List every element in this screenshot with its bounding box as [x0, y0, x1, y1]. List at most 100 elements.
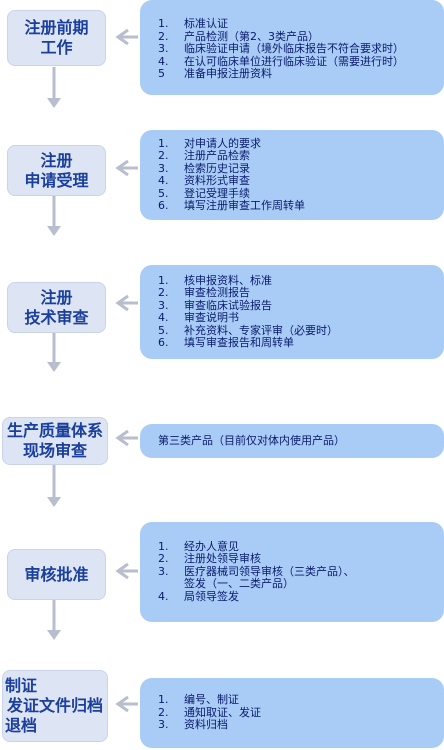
item-text: 编号、制证 [184, 693, 239, 707]
stage-panel-application-acceptance: 1. 对申请人的要求 2. 注册产品检索 3. 检索历史记录 4. 资料形式审查 5. 登… [140, 130, 444, 220]
stage-panel-pre-registration: 1.标准认证 2. 产品检测（第2、3类产品） 3. 临床验证申请（境外临床报告不符… [140, 0, 444, 95]
item-text: 经办人意见 [184, 539, 239, 553]
stage-box-technical-review: 注册 技术审查 [7, 282, 106, 333]
item-number: 3. [158, 42, 169, 56]
item-text: 填写注册审查工作周转单 [184, 199, 305, 212]
stage-panel-technical-review: 1. 核申报资料、标准 2. 审查检测报告 3. 审查临床试验报告 4. 审查说明书 5… [140, 265, 444, 359]
list-item: 3. 临床验证申请（境外临床报告不符合要求时） [158, 43, 444, 56]
item-number: 5. [158, 323, 169, 337]
list-item: 2. 审查检测报告 [158, 286, 444, 300]
down-arrowhead-1 [47, 98, 61, 108]
left-arrows [115, 28, 138, 713]
list-item: 5. 补充资料、专家评审（必要时） [158, 323, 444, 338]
item-text: 注册处领导审核 [184, 552, 261, 566]
item-number: 2. [158, 286, 169, 299]
list-item: 1. 编号、制证 [158, 694, 444, 707]
list-item: 5. 登记受理手续 [158, 186, 444, 201]
list-item: 2.注册处领导审核 [158, 553, 444, 566]
item-number: 2. [158, 705, 169, 719]
item-number: 1. [158, 17, 169, 31]
list-item: 1. 经办人意见 [158, 539, 444, 554]
down-arrowhead-5 [47, 630, 61, 640]
item-text: 局领导签发 [184, 589, 239, 603]
list-item: 2. 注册产品检索 [158, 149, 444, 163]
list-item: 2. 产品检测（第2、3类产品） [158, 29, 444, 44]
item-number: 1. [158, 539, 169, 553]
item-number: 1. [158, 693, 169, 707]
item-text: 通知取证、发证 [184, 705, 261, 719]
item-text: 在认可临床单位进行临床验证（需要进行时） [184, 54, 404, 68]
list-item: 3. 检索历史记录 [158, 161, 444, 176]
item-number: 4. [158, 589, 169, 603]
item-continuation: 签发（一、二类产品） [184, 577, 294, 591]
item-text: 资料归档 [184, 718, 228, 732]
item-text: 医疗器械司领导审核（三类产品）、 [184, 564, 355, 578]
item-number: 3. [158, 564, 169, 578]
stage-title-line: 发证文件归档 [6, 696, 103, 715]
stage-title-line: 退档 [5, 716, 38, 735]
list-item: 1.标准认证 [158, 18, 444, 31]
item-text: 补充资料、专家评审（必要时） [184, 323, 338, 337]
list-item: 4. 在认可临床单位进行临床验证（需要进行时） [158, 54, 444, 69]
down-arrowhead-3 [47, 362, 61, 372]
item-text: 临床验证申请（境外临床报告不符合要求时） [184, 42, 404, 56]
stage-title-line: 注册 [40, 287, 73, 307]
stage-title-line: 现场审查 [22, 441, 87, 460]
stage-title-line: 技术审查 [24, 307, 89, 327]
list-item: 3. 医疗器械司领导审核（三类产品）、 [158, 564, 444, 579]
item-text: 产品检测（第2、3类产品） [184, 29, 319, 43]
stage-title-line: 注册 [40, 150, 73, 170]
item-number: 2. [158, 29, 169, 43]
stage-title-line: 生产质量体系 [6, 421, 103, 440]
item-number: 3. [158, 298, 169, 312]
list-item: 6. 填写审查报告和周转单 [158, 336, 444, 350]
item-text: 准备申报注册资料 [184, 67, 272, 81]
item-number: 4. [158, 174, 169, 187]
list-item: 4. 资料形式审查 [158, 174, 444, 188]
item-text: 填写审查报告和周转单 [184, 336, 294, 349]
list-item: 2. 通知取证、发证 [158, 705, 444, 720]
list-item: 5 准备申报注册资料 [158, 68, 444, 81]
item-number: 4. [158, 54, 169, 68]
list-item: 4. 局领导签发 [158, 589, 444, 604]
item-text: 注册产品检索 [184, 149, 250, 162]
item-text: 审查临床试验报告 [184, 298, 272, 312]
down-arrow-heads [47, 98, 61, 640]
item-text: 对申请人的要求 [184, 136, 261, 150]
stage-title-line: 审核批准 [24, 564, 89, 584]
item-number: 2. [158, 149, 169, 162]
down-arrowhead-4 [47, 497, 61, 507]
item-number: 3. [158, 161, 169, 175]
down-arrowhead-2 [47, 226, 61, 236]
item-text: 资料形式审查 [184, 174, 250, 187]
item-text: 审查说明书 [184, 311, 239, 324]
item-number: 1. [158, 136, 169, 150]
stage-panel-approval: 1. 经办人意见 2.注册处领导审核 3. 医疗器械司领导审核（三类产品）、 签发（… [140, 522, 444, 622]
item-number: 6. [158, 336, 169, 349]
list-item: 1. 核申报资料、标准 [158, 273, 444, 288]
list-item: 1. 对申请人的要求 [158, 136, 444, 151]
item-number: 1. [158, 273, 169, 287]
stage-box-pre-registration: 注册前期 工作 [7, 10, 106, 66]
item-text: 检索历史记录 [184, 161, 250, 175]
stage-box-certificate-archiving: 制证 发证文件归档 退档 [2, 670, 108, 742]
stage-box-site-inspection: 生产质量体系 现场审查 [2, 417, 108, 465]
item-text: 核申报资料、标准 [184, 273, 272, 287]
item-number: 5 [158, 67, 165, 81]
list-item: 4. 审查说明书 [158, 311, 444, 325]
item-number: 5. [158, 186, 169, 200]
item-number: 6. [158, 199, 169, 212]
list-item: 6. 填写注册审查工作周转单 [158, 199, 444, 213]
stage-title-line: 申请受理 [24, 170, 89, 190]
stage-title-line: 注册前期 [24, 18, 89, 37]
stage-box-approval: 审核批准 [7, 549, 106, 600]
stage-box-application-acceptance: 注册 申请受理 [7, 145, 106, 196]
item-text: 审查检测报告 [184, 286, 250, 299]
stage-panel-certificate-archiving: 1. 编号、制证 2. 通知取证、发证 3.资料归档 [140, 678, 444, 748]
stage-title-line: 工作 [40, 38, 73, 57]
item-text: 登记受理手续 [184, 186, 250, 200]
stage-note: 第三类产品（目前仅对体内使用产品） [158, 434, 444, 448]
list-item: 3.资料归档 [158, 719, 444, 732]
item-number: 4. [158, 311, 169, 324]
